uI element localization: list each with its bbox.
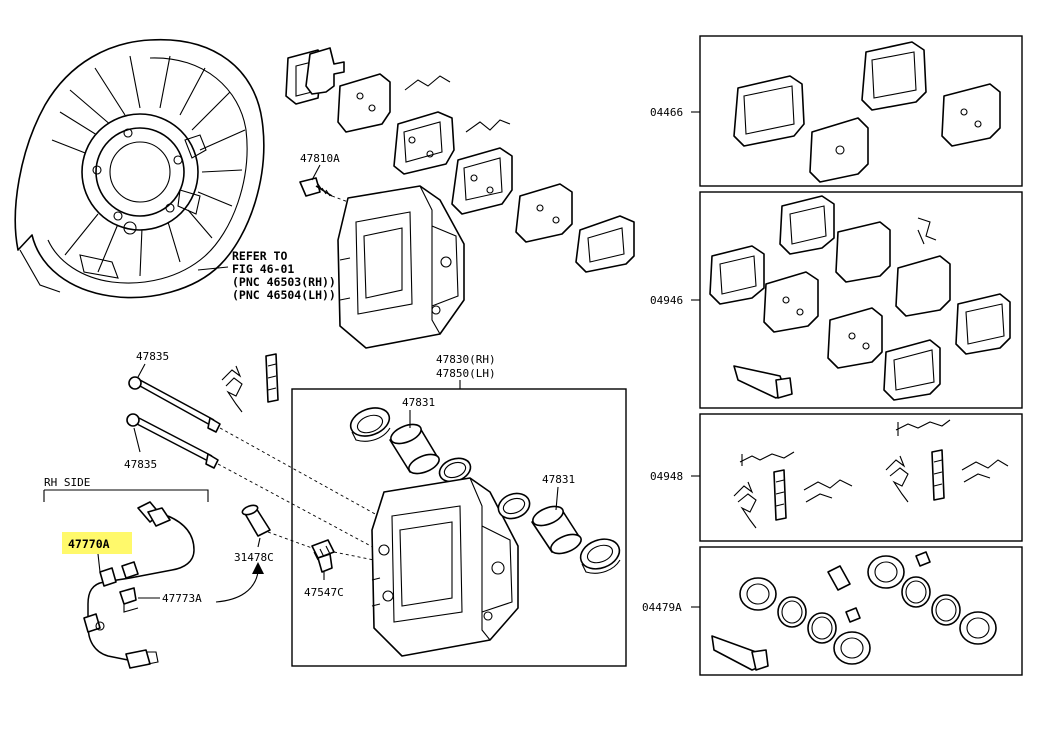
leader-47835-top <box>137 363 146 378</box>
label-47810a: 47810A <box>300 152 340 165</box>
kit-frame-04948 <box>699 413 1023 542</box>
shield-refer-note-1: REFER TO <box>232 249 287 263</box>
kit-04948-springs[interactable] <box>733 419 1009 529</box>
caliper-top-view[interactable] <box>337 185 465 349</box>
caliper-body[interactable] <box>371 477 519 657</box>
kit-04946-shims[interactable] <box>709 195 1011 401</box>
rh-side-bracket <box>43 489 209 502</box>
speed-sensor-47770a[interactable] <box>83 501 195 669</box>
piston-seal-left[interactable] <box>347 403 393 442</box>
leader-31478c <box>257 537 261 548</box>
label-47830-rh: 47830(RH) <box>436 353 496 366</box>
piston-left[interactable] <box>388 421 442 478</box>
top-pad-set[interactable] <box>285 47 635 273</box>
label-rh-side: RH SIDE <box>44 476 90 489</box>
piston-seal-right[interactable] <box>576 534 623 574</box>
caliper-assembly-frame <box>291 388 627 667</box>
boot-31478c[interactable] <box>241 504 271 537</box>
label-04479a: 04479A <box>642 601 682 614</box>
label-47831-right: 47831 <box>542 473 575 486</box>
kit-frame-04466 <box>699 35 1023 187</box>
leader-47770a <box>97 553 101 573</box>
kit-04479a-seals[interactable] <box>711 551 997 671</box>
label-47850-lh: 47850(LH) <box>436 367 496 380</box>
label-47547c: 47547C <box>304 586 344 599</box>
kit-04466-pads[interactable] <box>733 41 1001 183</box>
guide-pin-47835-top[interactable] <box>128 376 221 433</box>
label-47835-bottom: 47835 <box>124 458 157 471</box>
label-04948: 04948 <box>650 470 683 483</box>
label-31478c: 31478C <box>234 551 274 564</box>
label-47773a: 47773A <box>162 592 202 605</box>
shield-refer-note-2: FIG 46-01 <box>232 262 294 276</box>
bleeder-plug-47547c[interactable] <box>311 539 335 573</box>
label-47835-top: 47835 <box>136 350 169 363</box>
label-04946: 04946 <box>650 294 683 307</box>
leader-boot-dash <box>267 531 313 549</box>
anti-rattle-spring[interactable] <box>221 353 279 413</box>
caliper-bolt-47810a[interactable] <box>299 177 333 197</box>
label-47770a[interactable]: 47770A <box>68 537 110 551</box>
sensor-clamp-47773a[interactable] <box>119 587 139 613</box>
seal-ring-right[interactable] <box>495 489 533 522</box>
arrow-head <box>252 562 264 574</box>
shield-refer-note-4: (PNC 46504(LH)) <box>232 288 336 302</box>
leader-bleeder-dash <box>333 551 375 561</box>
arrow-to-boot <box>215 571 259 603</box>
guide-pin-47835-bottom[interactable] <box>126 413 219 469</box>
highlight-47770a <box>62 532 132 554</box>
leader-47831-right <box>555 486 559 511</box>
piston-right[interactable] <box>530 503 584 558</box>
shield-refer-note-3: (PNC 46503(RH)) <box>232 275 336 289</box>
label-47831-top: 47831 <box>402 396 435 409</box>
leader-pin-top-dash <box>219 427 387 521</box>
leader-47835-bottom <box>133 427 141 453</box>
leader-shield <box>197 266 229 271</box>
kit-frame-04479a <box>699 546 1023 676</box>
leader-47810a <box>311 164 321 181</box>
dust-shield[interactable] <box>14 38 265 299</box>
leader-pin-bottom-dash <box>217 463 383 553</box>
label-04466: 04466 <box>650 106 683 119</box>
